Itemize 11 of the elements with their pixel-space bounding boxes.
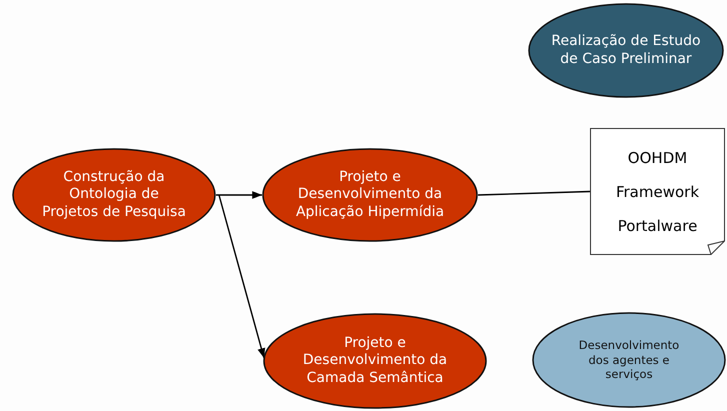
connector-line [478, 190, 590, 196]
node-label: Projeto e Desenvolvimento da Aplicação Hipermídia [295, 168, 445, 222]
arrow [218, 194, 266, 358]
node-label: Framework [616, 182, 700, 200]
node-label: Projeto e Desenvolvimento da Camada Semântica [302, 334, 448, 388]
arrow [216, 191, 262, 199]
node-label: Desenvolvimento dos agentes e serviços [578, 338, 680, 382]
node-label: Construção da Ontologia de Projetos de Pesquisa [41, 168, 187, 222]
node-label: Realização de Estudo de Caso Preliminar [551, 33, 701, 68]
node-label: Portalware [618, 216, 698, 234]
node-label: OOHDM [628, 148, 688, 166]
